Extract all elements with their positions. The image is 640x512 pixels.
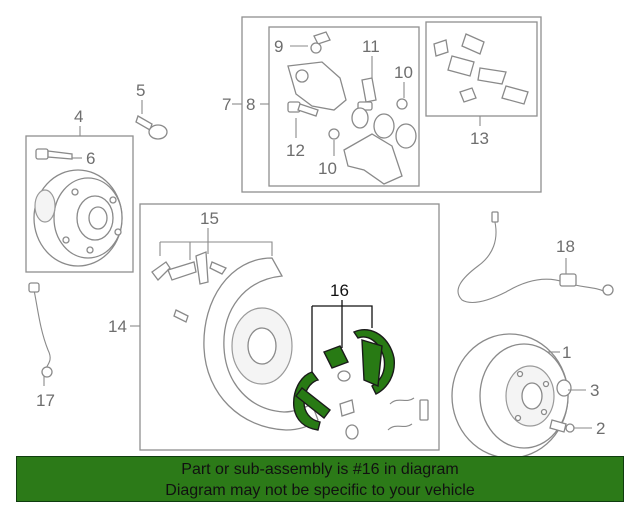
- adjuster-parts[interactable]: [337, 370, 429, 440]
- caliper-subgroup-box: [268, 26, 420, 187]
- backing-plate[interactable]: [203, 257, 319, 431]
- backing-plate-group-box: [139, 203, 440, 451]
- guide-pin-12[interactable]: [287, 101, 319, 117]
- callout-11: 11: [362, 37, 380, 56]
- parts-diagram: 4 6 5 17 7 8 9 11 10 12 10 13 15 14 16 1…: [25, 16, 614, 456]
- piston-seal-set[interactable]: [351, 107, 417, 149]
- callout-5: 5: [136, 81, 145, 100]
- callout-13: 13: [470, 129, 489, 148]
- callout-10a: 10: [394, 63, 413, 82]
- callout-10b: 10: [318, 159, 337, 178]
- caliper-body[interactable]: [287, 61, 347, 111]
- hub-bolt[interactable]: [35, 148, 73, 160]
- wheel-speed-sensor[interactable]: [457, 211, 614, 303]
- bleeder-screw[interactable]: [310, 31, 331, 54]
- boot-10a[interactable]: [396, 98, 408, 110]
- callout-3: 3: [590, 381, 599, 400]
- callout-4: 4: [74, 107, 83, 126]
- callout-15: 15: [200, 209, 219, 228]
- callout-9: 9: [274, 37, 283, 56]
- pad-kit[interactable]: [433, 33, 529, 105]
- callout-17: 17: [36, 391, 55, 410]
- boot-10b[interactable]: [328, 128, 340, 140]
- mounting-bolt-5[interactable]: [135, 115, 168, 140]
- footer-banner: Part or sub-assembly is #16 in diagram D…: [16, 456, 624, 502]
- hardware-kit[interactable]: [151, 251, 227, 323]
- callout-14: 14: [108, 317, 127, 336]
- callout-2: 2: [596, 419, 605, 438]
- rotor-nut-3[interactable]: [556, 379, 572, 397]
- callout-6: 6: [86, 149, 95, 168]
- parking-brake-shoe-set[interactable]: [293, 329, 395, 431]
- callout-8: 8: [246, 95, 255, 114]
- brake-hose[interactable]: [28, 282, 53, 378]
- callout-7: 7: [222, 95, 231, 114]
- hub-bearing-assembly[interactable]: [33, 169, 123, 267]
- footer-line-1: Part or sub-assembly is #16 in diagram: [181, 461, 459, 478]
- callout-12: 12: [286, 141, 305, 160]
- footer-line-2: Diagram may not be specific to your vehi…: [165, 482, 475, 499]
- brake-rotor[interactable]: [451, 333, 569, 456]
- guide-pin-11[interactable]: [357, 77, 377, 111]
- callout-18: 18: [556, 237, 575, 256]
- callout-16: 16: [330, 281, 349, 300]
- callout-1: 1: [562, 343, 571, 362]
- pad-kit-box: [425, 21, 538, 117]
- caliper-bracket[interactable]: [343, 133, 403, 185]
